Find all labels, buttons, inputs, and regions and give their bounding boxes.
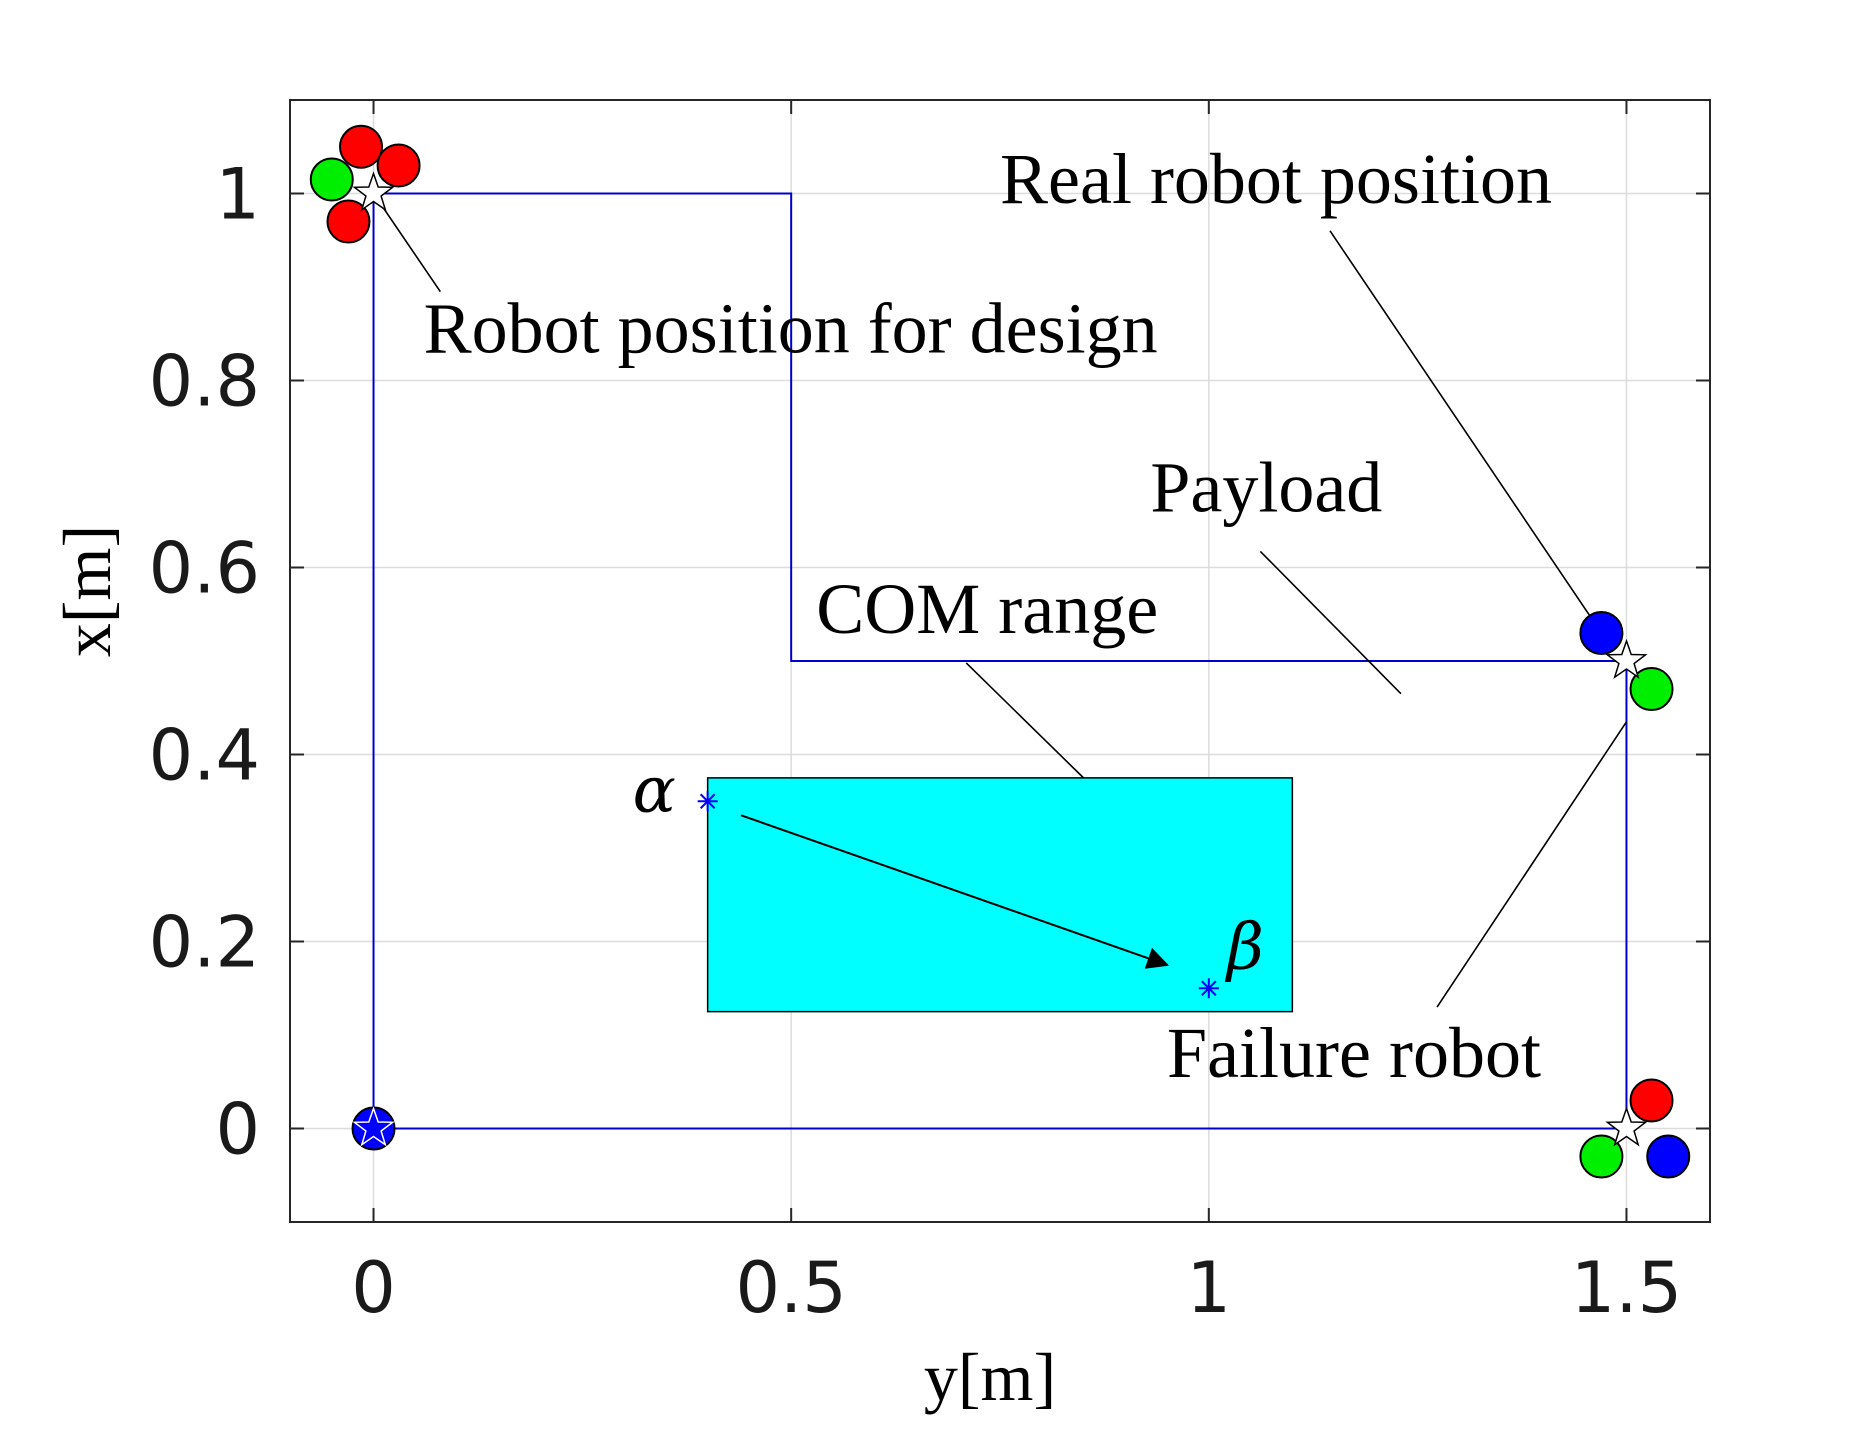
annotation-leader [1259, 550, 1402, 695]
x-tick-label: 1 [1187, 1247, 1232, 1329]
com-range-layer [706, 777, 1294, 1013]
robot-marker [326, 199, 371, 244]
y-tick-label: 0.2 [149, 902, 260, 984]
annotation-label: Real robot position [1000, 139, 1552, 219]
annotation-leaders [372, 193, 1628, 1008]
annotation-label: COM range [816, 569, 1158, 649]
x-axis-label: y[m] [924, 1339, 1056, 1415]
robot-marker [309, 157, 354, 202]
annotation-label: Robot position for design [424, 288, 1158, 368]
com-point-stroke [699, 793, 716, 809]
x-tick-label: 1.5 [1571, 1247, 1682, 1329]
y-tick-label: 0 [215, 1089, 260, 1171]
com-shift-arrow [740, 814, 1170, 969]
x-tick-label: 0 [351, 1247, 396, 1329]
robot-marker [1629, 1078, 1674, 1123]
robot-marker [376, 143, 421, 188]
design-position-layer [352, 171, 1648, 1147]
y-tick-label: 0.6 [149, 528, 260, 610]
com-point [1198, 978, 1219, 999]
annotation-label: Payload [1150, 447, 1382, 527]
robot-marker [1579, 1134, 1624, 1179]
robot-marker [1629, 667, 1674, 712]
y-tick-label: 0.8 [149, 341, 260, 423]
annotation-leader [1329, 230, 1603, 634]
robot-marker [1646, 1134, 1691, 1179]
y-axis-label: x[m] [49, 525, 125, 657]
robot-marker [339, 124, 383, 169]
com-point [697, 791, 718, 812]
com-range-rect [706, 777, 1294, 1013]
com-point-label: α [633, 753, 676, 827]
plot-frame [289, 99, 1711, 1223]
robot-layer [309, 124, 1691, 1179]
y-tick-label: 1 [215, 154, 260, 236]
x-tick-label: 0.5 [736, 1247, 847, 1329]
design-position-star [352, 1106, 395, 1147]
y-tick-label: 0.4 [149, 715, 260, 797]
annotation-leader [965, 662, 1085, 779]
com-point-stroke [1201, 980, 1217, 996]
annotation-text-layer: Robot position for design Real robot posi… [424, 139, 1552, 1093]
annotation-leader [1436, 721, 1628, 1008]
design-position-star [1605, 638, 1648, 680]
robot-marker [1579, 610, 1624, 655]
axes: 0 0.5 1 1.5 0 0.2 0.4 0.6 0.8 1 y[m] x[m] [49, 99, 1711, 1415]
design-position-star [352, 171, 395, 212]
design-position-star [1605, 1106, 1648, 1147]
annotation-label: Failure robot [1167, 1013, 1541, 1093]
com-point-label: β [1225, 910, 1264, 984]
com-point-layer [697, 791, 1219, 999]
